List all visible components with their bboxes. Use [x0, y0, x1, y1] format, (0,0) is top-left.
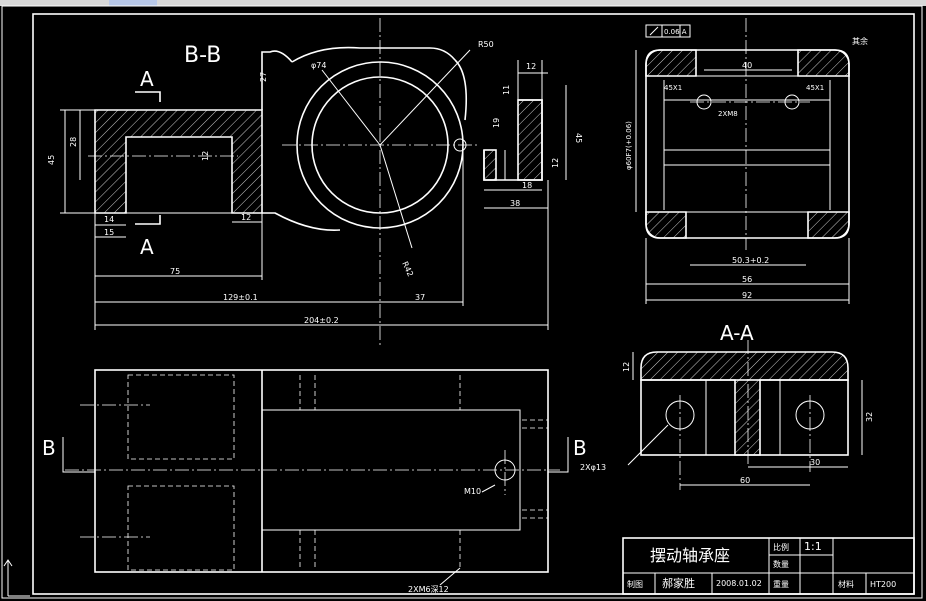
side-outline	[645, 49, 850, 239]
dim-14: 14	[104, 215, 114, 224]
dim-45-right: 45	[574, 133, 583, 143]
tolerance-text: 0.06 A	[664, 28, 687, 36]
weight-label: 重量	[773, 579, 789, 589]
chamfer-right: 45X1	[806, 84, 824, 92]
m6-leader	[439, 567, 461, 586]
title-block	[622, 537, 915, 595]
rest-note: 其余	[852, 36, 868, 46]
tolerance-frame	[645, 24, 691, 38]
part-name: 摆动轴承座	[650, 546, 730, 565]
bb-hatched-block	[94, 109, 263, 214]
toolbar-strip[interactable]	[0, 0, 926, 6]
dim-38: 38	[510, 199, 520, 208]
dim-92: 92	[742, 291, 752, 300]
section-aa-title: A-A	[720, 321, 754, 345]
plan-inner-body	[262, 409, 521, 531]
bb-arm-top	[261, 50, 293, 110]
dim-12-side: 12	[551, 158, 560, 168]
bb-arm-bottom	[262, 212, 341, 231]
phi74-leader	[321, 69, 381, 146]
drawing-frame	[32, 13, 915, 595]
dim-12-top: 12	[526, 62, 536, 71]
ucs-icon	[3, 559, 30, 597]
plan-outline	[94, 369, 549, 573]
dim-75: 75	[170, 267, 180, 276]
dim-12-cavity: 12	[201, 151, 210, 161]
dim-12-aa: 12	[622, 362, 631, 372]
dim-2xm8: 2XM8	[718, 110, 738, 118]
material-label: 材料	[838, 579, 854, 589]
dim-28: 28	[69, 137, 78, 147]
material-value: HT200	[870, 580, 896, 589]
chamfer-left: 45X1	[664, 84, 682, 92]
drawing-date: 2008.01.02	[716, 579, 762, 588]
dim-2xm6: 2XM6深12	[408, 585, 449, 594]
r50-leader	[379, 49, 471, 146]
scale-label: 比例	[773, 542, 789, 552]
section-aa-view	[627, 340, 863, 490]
bb-outline-top	[291, 46, 456, 63]
dim-19: 19	[492, 118, 501, 128]
marker-a-bottom: A	[140, 235, 154, 259]
dim-r50: R50	[478, 40, 494, 49]
section-a-bottom-marker	[135, 215, 161, 225]
section-a-top-marker	[135, 91, 161, 102]
dim-45-left: 45	[47, 155, 56, 165]
section-b-left-marker	[62, 437, 95, 473]
drawn-label: 制图	[627, 579, 643, 589]
dim-r42: R42	[400, 260, 415, 278]
dim-12-wall: 12	[241, 213, 251, 222]
aa-hatched-tee	[640, 351, 849, 456]
dim-129: 129±0.1	[223, 293, 258, 302]
marker-b-left: B	[42, 436, 56, 460]
plan-view	[62, 369, 569, 586]
r42-leader	[379, 144, 413, 249]
dim-30: 30	[810, 458, 820, 467]
dim-phi60: φ60F7(+0.06)	[625, 121, 633, 170]
plan-hidden-bottom	[127, 485, 235, 571]
bb-right-curve	[454, 59, 468, 121]
marker-b-right: B	[573, 436, 587, 460]
marker-a-top: A	[140, 67, 154, 91]
m10-leader	[481, 484, 496, 493]
toolbar-tab[interactable]	[109, 0, 157, 6]
dim-phi74: φ74	[311, 61, 326, 70]
labels: B-B A A A-A B B R50 φ74 27 12 11 19 45 1…	[42, 28, 896, 594]
dim-15: 15	[104, 228, 114, 237]
dim-37: 37	[415, 293, 425, 302]
bb-tab-hatch	[517, 99, 543, 181]
side-hatch-bl	[645, 211, 687, 239]
bb-tab-hatch2	[483, 149, 497, 181]
dim-m10: M10	[464, 487, 481, 496]
scale-value: 1:1	[804, 540, 822, 553]
section-bb-title: B-B	[184, 43, 221, 68]
dim-32: 32	[865, 412, 874, 422]
sheet-border	[1, 5, 923, 599]
dim-50-3: 50.3+0.2	[732, 256, 769, 265]
plan-hidden-top	[127, 374, 235, 460]
bb-cavity	[125, 136, 233, 214]
side-hatch-tl	[645, 49, 697, 77]
dim-56: 56	[742, 275, 752, 284]
dim-40: 40	[742, 61, 752, 70]
qty-label: 数量	[773, 559, 789, 569]
side-hatch-br	[807, 211, 850, 239]
section-b-right-marker	[548, 437, 569, 473]
dim-27: 27	[259, 72, 268, 82]
side-hatch-tr	[797, 49, 850, 77]
dim-2xphi13: 2Xφ13	[580, 463, 606, 472]
parallel-symbol	[649, 26, 659, 36]
drawn-by: 郝家胜	[662, 576, 695, 590]
dim-11: 11	[502, 85, 511, 95]
dim-60: 60	[740, 476, 750, 485]
phi13-leader	[627, 424, 669, 466]
dim-204: 204±0.2	[304, 316, 339, 325]
section-bb-view	[60, 18, 567, 348]
side-view	[635, 18, 850, 304]
dim-18: 18	[522, 181, 532, 190]
aa-base	[640, 379, 849, 456]
